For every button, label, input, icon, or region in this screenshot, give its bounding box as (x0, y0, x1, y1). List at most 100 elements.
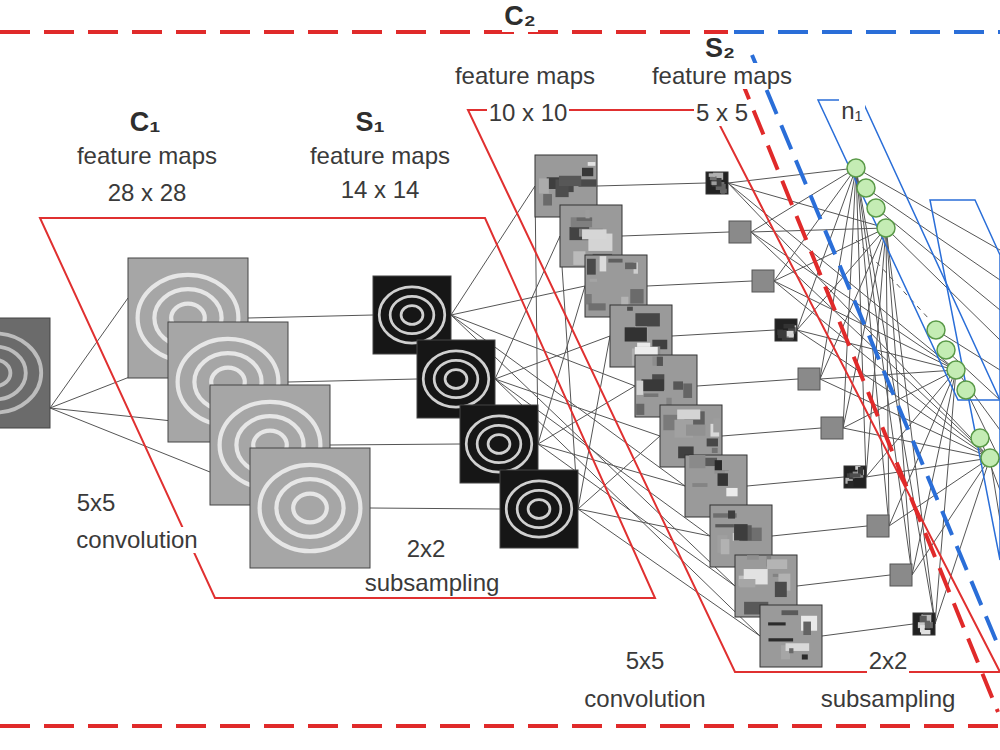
layer-label: 2x2 (867, 648, 910, 674)
image-ring (528, 500, 550, 519)
image-texture (768, 622, 786, 625)
layer-label: S₂ (703, 34, 737, 64)
image-texture (689, 455, 705, 468)
neuron-circle (947, 361, 965, 379)
layer-label: C₁ (128, 108, 163, 138)
feature-map-image (500, 470, 578, 548)
image-texture (747, 555, 759, 559)
image-texture (726, 488, 737, 496)
image-texture (920, 625, 925, 632)
connection-line (370, 508, 500, 509)
layer-label: feature maps (453, 63, 597, 89)
image-texture (586, 210, 590, 219)
image-texture (636, 404, 644, 415)
red-dashed-border (0, 724, 1000, 728)
image-texture (588, 303, 605, 310)
feature-map-image (913, 613, 935, 635)
neuron-circle (847, 159, 865, 177)
connection-line (797, 575, 890, 586)
image-ring (293, 494, 327, 523)
image-texture (713, 418, 720, 432)
connection-line (597, 183, 706, 186)
connection-line (578, 336, 610, 509)
image-texture (683, 383, 692, 397)
c1-feature-map (250, 448, 370, 568)
feature-map-image (844, 466, 866, 488)
connection-line (936, 330, 1000, 370)
image-texture (850, 473, 861, 477)
image-texture (782, 610, 799, 615)
image-texture (577, 218, 592, 221)
layer-label: convolution (74, 527, 199, 553)
layer-label: C₂ (502, 2, 538, 32)
layer-label: 5x5 (624, 648, 667, 674)
connection-line (722, 428, 821, 436)
image-texture (711, 181, 716, 185)
image-texture (627, 307, 633, 311)
connection-line (728, 183, 956, 370)
layer-label: feature maps (650, 63, 794, 89)
connection-lines (50, 168, 1000, 636)
image-ring (477, 425, 521, 462)
layer-label: convolution (582, 686, 707, 712)
s2-feature-map (752, 270, 774, 292)
dashed-line (856, 240, 930, 320)
layer-label: 10 x 10 (487, 100, 570, 126)
image-texture (588, 162, 596, 166)
connection-line (622, 232, 729, 236)
image-ring (0, 333, 41, 412)
feature-map-image (250, 448, 370, 568)
connection-line (772, 526, 867, 536)
layer-label: 5x5 (75, 490, 118, 516)
image-texture (783, 324, 794, 328)
neuron-layer-box (818, 100, 1000, 400)
layer-region (40, 218, 655, 598)
image-texture (573, 251, 585, 265)
image-texture (587, 259, 596, 275)
image-texture (641, 379, 663, 391)
feature-map-image (706, 172, 728, 194)
layer-label: subsampling (819, 686, 958, 712)
connection-line (647, 281, 752, 286)
layer-name: n₁ (839, 98, 864, 124)
layer-region (468, 110, 1000, 672)
feature-map-image (844, 466, 866, 488)
feature-map-image (775, 319, 797, 341)
blue-dashed-border (734, 30, 1000, 34)
layer-label: feature maps (75, 143, 219, 169)
connection-line (248, 315, 373, 318)
connection-line (886, 228, 935, 624)
connection-line (751, 228, 886, 232)
image-texture (571, 217, 592, 227)
red-dashed-divider (725, 40, 998, 712)
layer-label: 2x2 (405, 536, 448, 562)
connection-line (747, 477, 844, 486)
image-texture (920, 616, 927, 622)
connection-line (822, 624, 913, 636)
layer-label: 28 x 28 (106, 180, 189, 206)
connection-line (797, 168, 856, 330)
layer-label: 5 x 5 (694, 100, 750, 126)
image-texture (590, 279, 597, 282)
image-texture (848, 481, 854, 487)
image-texture (625, 263, 636, 270)
s2-feature-map (890, 564, 912, 586)
image-ring (0, 347, 26, 400)
image-texture (789, 648, 793, 653)
connection-line (697, 379, 798, 386)
image-ring (390, 296, 434, 333)
image-texture (734, 524, 748, 540)
feature-map-image (706, 172, 728, 194)
image-ring (379, 287, 445, 343)
image-texture (710, 176, 717, 180)
s2-feature-map (798, 368, 820, 390)
image-texture (673, 381, 683, 389)
connection-line (876, 208, 1000, 310)
image-texture (625, 327, 647, 341)
feature-map-image (760, 605, 822, 667)
layer-label: subsampling (363, 570, 502, 596)
connection-line (560, 236, 578, 509)
connection-line (797, 228, 886, 330)
image-texture (644, 393, 659, 397)
